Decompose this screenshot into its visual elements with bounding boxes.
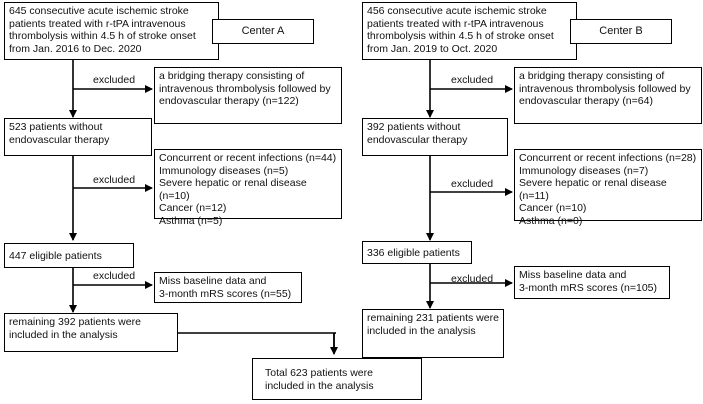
center-b-exclusion-2: Concurrent or recent infections (n=28) I…	[514, 149, 702, 227]
center-b-start-box: 456 consecutive acute ischemic stroke pa…	[362, 2, 577, 60]
center-b-exclusion-3: Miss baseline data and 3-month mRS score…	[514, 266, 670, 299]
center-a-excluded-label-3: excluded	[93, 270, 136, 282]
center-a-start-box: 645 consecutive acute ischemic stroke pa…	[4, 2, 219, 60]
center-a-step3-box: 447 eligible patients	[4, 243, 134, 268]
center-b-excluded-label-3: excluded	[451, 273, 494, 285]
center-a-excluded-label-1: excluded	[93, 74, 136, 86]
center-a-exclusion-2: Concurrent or recent infections (n=44) I…	[154, 149, 342, 227]
center-b-excluded-label-2: excluded	[451, 178, 494, 190]
center-b-title: Center B	[570, 19, 672, 44]
center-b-step4-box: remaining 231 patients were included in …	[362, 309, 504, 358]
total-box: Total 623 patients were included in the …	[252, 358, 422, 400]
center-a-step4-box: remaining 392 patients were included in …	[4, 313, 178, 352]
center-b-step3-box: 336 eligible patients	[362, 241, 472, 264]
center-a-title: Center A	[212, 19, 314, 44]
center-b-exclusion-1: a bridging therapy consisting of intrave…	[514, 67, 702, 124]
center-a-exclusion-1: a bridging therapy consisting of intrave…	[154, 67, 342, 124]
center-b-step2-box: 392 patients without endovascular therap…	[362, 118, 508, 156]
center-b-excluded-label-1: excluded	[451, 74, 494, 86]
center-a-exclusion-3: Miss baseline data and 3-month mRS score…	[154, 272, 302, 303]
center-a-step2-box: 523 patients without endovascular therap…	[4, 118, 152, 156]
center-a-excluded-label-2: excluded	[93, 174, 136, 186]
